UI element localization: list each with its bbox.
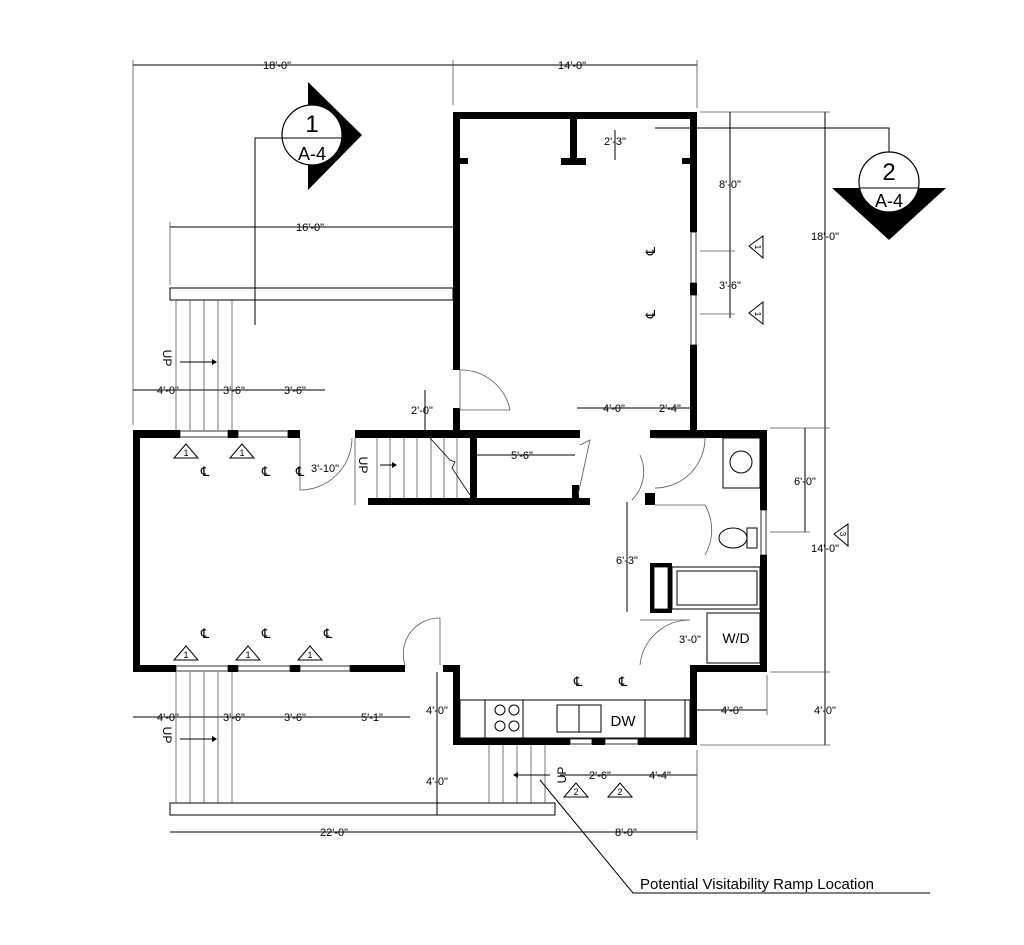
dishwasher-label: DW <box>611 713 637 730</box>
dimension-labels: 18'-0" 14'-0" 16'-0" 2'-3" 8'-0" 3'-6" 1… <box>157 60 839 839</box>
windows <box>175 231 767 745</box>
window-tag-labels: 1 1 1 1 1 2 2 1 1 3 <box>183 245 847 797</box>
dimension-text: 6'-0" <box>794 476 816 488</box>
dimension-text: 4'-0" <box>426 776 448 788</box>
dimension-text: 5'-6" <box>511 450 533 462</box>
dimension-text: 18'-0" <box>811 231 839 243</box>
dimension-text: 4'-0" <box>814 705 836 717</box>
centerline-symbol: ℄ <box>295 464 305 479</box>
dimension-text: 14'-0" <box>558 60 586 72</box>
section-number: 1 <box>305 111 318 138</box>
window-tag: 3 <box>838 532 847 537</box>
washer-dryer-label: W/D <box>722 630 749 646</box>
dimension-text: 3'-10" <box>311 463 339 475</box>
dimension-text: 3'-6" <box>284 385 306 397</box>
centerline-symbol: ℄ <box>261 464 271 479</box>
dimension-text: 3'-6" <box>223 712 245 724</box>
section-number: 2 <box>882 159 895 186</box>
centerline-symbol: ℄ <box>323 626 333 641</box>
ramp-callout: Potential Visitability Ramp Location <box>539 779 930 894</box>
centerline-symbol: ℄ <box>261 626 271 641</box>
dimension-text: 3'-0" <box>679 634 701 646</box>
dimension-text: 4'-0" <box>721 705 743 717</box>
stair-up-label: UP <box>356 457 370 474</box>
stair-up-labels: UP UP UP UP <box>160 350 569 784</box>
bathtub-icon <box>671 566 761 610</box>
window-tag: 1 <box>753 312 762 317</box>
dimension-text: 4'-4" <box>649 770 671 782</box>
centerline-symbol: ℄ <box>618 674 628 689</box>
dimension-text: 3'-6" <box>223 385 245 397</box>
section-sheet: A-4 <box>875 191 903 211</box>
centerline-symbol: ℄ <box>200 626 210 641</box>
dimension-text: 4'-0" <box>157 712 179 724</box>
centerline-symbol: ℄ <box>573 674 583 689</box>
window-tag: 1 <box>307 650 312 660</box>
sink-icon <box>729 450 753 474</box>
section-marker-2: 2 A-4 <box>655 127 946 240</box>
stair-up-label: UP <box>555 767 569 784</box>
dimension-text: 22'-0" <box>320 827 348 839</box>
centerline-symbol: ℄ <box>643 246 658 256</box>
dimension-text: 2'-6" <box>589 770 611 782</box>
window-tag: 1 <box>183 650 188 660</box>
dimension-text: 4'-0" <box>157 385 179 397</box>
centerline-symbol: ℄ <box>200 464 210 479</box>
section-marker-1: 1 A-4 <box>254 82 362 325</box>
lower-deck <box>169 672 556 816</box>
dimension-text: 5'-1" <box>361 712 383 724</box>
interior-stairs <box>354 437 471 505</box>
window-tag: 1 <box>753 245 762 250</box>
doors <box>299 369 713 666</box>
dimension-text: 2'-0" <box>411 405 433 417</box>
window-tag: 2 <box>573 787 578 797</box>
stair-up-label: UP <box>160 727 174 744</box>
walls <box>133 112 767 745</box>
stove-burner-icon <box>494 704 506 716</box>
dimension-text: 4'-0" <box>603 403 625 415</box>
dimension-text: 8'-0" <box>719 179 741 191</box>
dimension-lines <box>132 60 830 840</box>
dimension-text: 18'-0" <box>263 60 291 72</box>
window-tag: 1 <box>239 448 244 458</box>
dimension-text: 3'-6" <box>284 712 306 724</box>
dimension-text: 2'-3" <box>604 136 626 148</box>
centerline-markers: ℄ ℄ ℄ ℄ ℄ ℄ ℄ ℄ ℄ ℄ <box>200 246 658 689</box>
dimension-text: 14'-0" <box>811 543 839 555</box>
section-sheet: A-4 <box>298 144 326 164</box>
stair-up-label: UP <box>160 350 174 367</box>
fixtures <box>459 437 761 739</box>
dimension-text: 8'-0" <box>615 827 637 839</box>
window-tag: 1 <box>245 650 250 660</box>
ramp-callout-text: Potential Visitability Ramp Location <box>640 876 874 893</box>
dimension-text: 16'-0" <box>296 222 324 234</box>
centerline-symbol: ℄ <box>643 309 658 319</box>
window-tag: 2 <box>617 787 622 797</box>
dimension-text: 2'-4" <box>659 403 681 415</box>
dimension-text: 3'-6" <box>719 280 741 292</box>
window-tag: 1 <box>183 448 188 458</box>
toilet-icon <box>718 527 748 549</box>
dimension-text: 6'-3" <box>616 555 638 567</box>
window-tags <box>172 235 849 798</box>
dimension-text: 4'-0" <box>426 705 448 717</box>
